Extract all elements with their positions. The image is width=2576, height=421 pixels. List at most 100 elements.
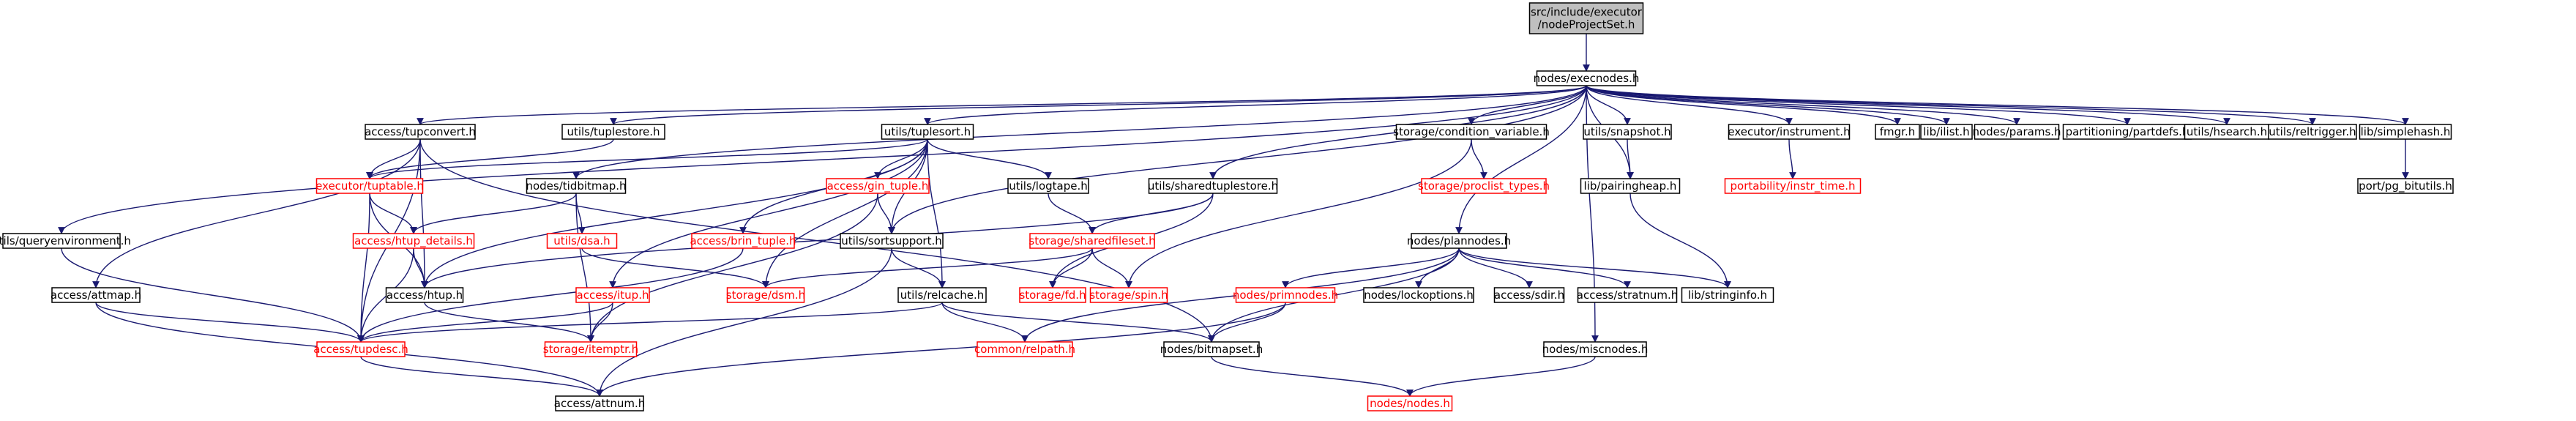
node-stratnum[interactable]: access/stratnum.h [1577, 287, 1678, 303]
node-instrument[interactable]: executor/instrument.h [1728, 124, 1851, 140]
edge-execnodes-to-params [1586, 85, 2020, 125]
node-label: utils/hsearch.h [2187, 125, 2267, 138]
node-hsearch[interactable]: utils/hsearch.h [2184, 124, 2270, 140]
node-box [1235, 287, 1336, 303]
edge-execnodes-to-tuplesort [924, 85, 1587, 125]
node-box [1875, 124, 1920, 140]
node-box [352, 233, 475, 249]
node-box [1029, 233, 1155, 249]
edge-tuptable-to-tupdesc [357, 193, 370, 343]
edge-logtape-to-sharedfileset [1048, 193, 1096, 234]
node-primnodes[interactable]: nodes/primnodes.h [1233, 287, 1338, 303]
node-sharedfileset[interactable]: storage/sharedfileset.h [1028, 233, 1156, 249]
node-box [977, 341, 1073, 357]
node-box [1395, 124, 1548, 140]
node-tuptable[interactable]: executor/tuptable.h [316, 178, 424, 194]
node-bitutils[interactable]: port/pg_bitutils.h [2357, 178, 2454, 194]
node-lockoptions[interactable]: nodes/lockoptions.h [1363, 287, 1474, 303]
node-box [365, 124, 476, 140]
node-attmap[interactable]: access/attmap.h [51, 287, 141, 303]
node-attnum[interactable]: access/attnum.h [554, 395, 645, 411]
node-condvar[interactable]: storage/condition_variable.h [1393, 124, 1550, 140]
node-pairingheap[interactable]: lib/pairingheap.h [1580, 178, 1681, 194]
node-box [2, 233, 121, 249]
node-box [1583, 124, 1672, 140]
node-label: nodes/bitmapset.h [1160, 343, 1263, 356]
node-box [1543, 341, 1647, 357]
edge-tidbitmap-to-htupdetails [410, 193, 577, 234]
node-box [1367, 395, 1453, 411]
node-box [544, 341, 638, 357]
node-brintuple[interactable]: access/brin_tuple.h [690, 233, 796, 249]
node-htup[interactable]: access/htup.h [385, 287, 464, 303]
node-ilist[interactable]: lib/ilist.h [1920, 124, 1973, 140]
node-proclist[interactable]: storage/proclist_types.h [1418, 178, 1550, 194]
node-box [1920, 124, 1973, 140]
node-tuplesort[interactable]: utils/tuplesort.h [881, 124, 974, 140]
node-execnodes[interactable]: nodes/execnodes.h [1534, 70, 1640, 86]
node-itup[interactable]: access/itup.h [575, 287, 650, 303]
node-params[interactable]: nodes/params.h [1972, 124, 2061, 140]
node-label: access/htup_details.h [354, 234, 473, 248]
node-gintuple[interactable]: access/gin_tuple.h [826, 178, 930, 194]
node-tupdesc[interactable]: access/tupdesc.h [313, 341, 408, 357]
node-label: /nodeProjectSet.h [1538, 18, 1635, 31]
node-box [840, 233, 944, 249]
edge-relcache-to-relpath [941, 302, 1028, 343]
node-tupconvert[interactable]: access/tupconvert.h [365, 124, 476, 140]
node-queryenv[interactable]: utils/queryenvironment.h [0, 233, 131, 249]
node-partdefs[interactable]: partitioning/partdefs.h [2062, 124, 2192, 140]
node-label: src/include/executor [1531, 6, 1643, 19]
node-box [575, 287, 650, 303]
node-dsa[interactable]: utils/dsa.h [546, 233, 618, 249]
edge-layer [58, 33, 2409, 397]
node-htupdetails[interactable]: access/htup_details.h [352, 233, 475, 249]
node-box [691, 233, 795, 249]
node-sdir[interactable]: access/sdir.h [1493, 287, 1565, 303]
edge-execnodes-to-partdefs [1586, 85, 2131, 125]
edge-tuplesort-to-tuptable [366, 138, 928, 179]
node-stringinfo[interactable]: lib/stringinfo.h [1681, 287, 1774, 303]
node-box [385, 287, 464, 303]
node-sortsupport[interactable]: utils/sortsupport.h [840, 233, 944, 249]
node-label: portability/instr_time.h [1731, 179, 1856, 193]
node-tidbitmap[interactable]: nodes/tidbitmap.h [526, 178, 627, 194]
node-sharedtuplestore[interactable]: utils/sharedtuplestore.h [1148, 178, 1278, 194]
edge-tuplesort-to-dsm [762, 138, 928, 288]
node-instrtime[interactable]: portability/instr_time.h [1724, 178, 1862, 194]
edge-execnodes-to-plannodes [1455, 85, 1587, 234]
node-root[interactable]: src/include/executor/nodeProjectSet.h [1528, 2, 1644, 34]
edge-sharedtuplestore-to-htup [421, 193, 1214, 288]
node-fd[interactable]: storage/fd.h [1019, 287, 1086, 303]
node-nodes[interactable]: nodes/nodes.h [1367, 395, 1453, 411]
edge-tupdesc-to-attnum [360, 356, 603, 397]
edge-tuplestore-to-tuptable [366, 138, 614, 179]
node-label: utils/dsa.h [553, 234, 610, 247]
node-relpath[interactable]: common/relpath.h [974, 341, 1075, 357]
node-label: storage/proclist_types.h [1418, 179, 1550, 193]
node-logtape[interactable]: utils/logtape.h [1007, 178, 1089, 194]
edge-sharedfileset-to-spin [1091, 247, 1132, 288]
node-plannodes[interactable]: nodes/plannodes.h [1407, 233, 1511, 249]
node-fmgr[interactable]: fmgr.h [1875, 124, 1920, 140]
edge-htupdetails-to-htup [413, 247, 428, 288]
node-snapshot[interactable]: utils/snapshot.h [1583, 124, 1672, 140]
edge-execnodes-to-fmgr [1586, 85, 1901, 125]
node-reltrigger[interactable]: utils/reltrigger.h [2268, 124, 2357, 140]
node-label: utils/tuplestore.h [567, 125, 660, 138]
edge-gintuple-to-sortsupport [877, 193, 895, 234]
node-label: access/attnum.h [554, 397, 645, 410]
node-label: nodes/plannodes.h [1407, 234, 1511, 247]
node-box [316, 178, 424, 194]
node-label: lib/simplehash.h [2361, 125, 2451, 138]
node-bitmapset[interactable]: nodes/bitmapset.h [1160, 341, 1263, 357]
node-label: utils/sharedtuplestore.h [1148, 179, 1278, 193]
node-dsm[interactable]: storage/dsm.h [726, 287, 805, 303]
node-relcache[interactable]: utils/relcache.h [897, 287, 987, 303]
node-itemptr[interactable]: storage/itemptr.h [543, 341, 638, 357]
node-simplehash[interactable]: lib/simplehash.h [2359, 124, 2452, 140]
node-tuplestore[interactable]: utils/tuplestore.h [561, 124, 665, 140]
edge-tuptable-to-htupdetails [369, 193, 417, 234]
node-spin[interactable]: storage/spin.h [1089, 287, 1168, 303]
node-miscnodes[interactable]: nodes/miscnodes.h [1542, 341, 1649, 357]
